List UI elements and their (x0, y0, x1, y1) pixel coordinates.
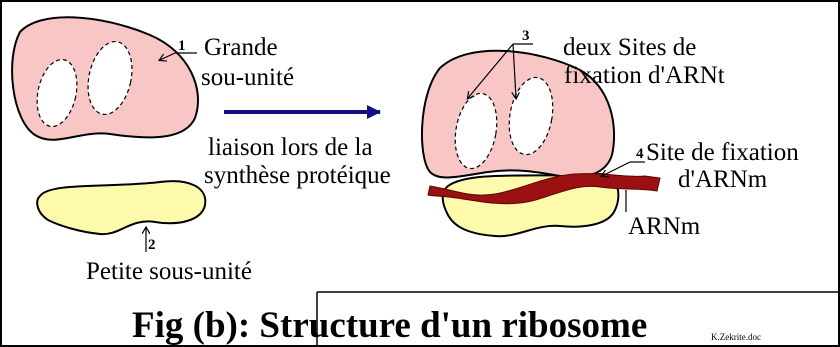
grande-label-line1: Grande (204, 34, 278, 61)
large-subunit-left (12, 17, 198, 140)
small-subunit-left (37, 181, 205, 234)
liaison-label-line2: synthèse protéique (204, 162, 391, 189)
arnm-label: ARNm (628, 213, 701, 240)
site-arnm-label-line2: d'ARNm (678, 166, 768, 193)
liaison-label-line1: liaison lors de la (208, 134, 373, 161)
petite-label: Petite sous-unité (86, 258, 252, 285)
sites-label-line2: fixation d'ARNt (564, 62, 725, 89)
sites-label-line1: deux Sites de (563, 34, 696, 61)
credit: K.Zekrite.doc (711, 332, 761, 342)
site-arnm-label-line1: Site de fixation (646, 139, 799, 166)
label-number-2: 2 (148, 237, 156, 253)
label-number-4: 4 (636, 146, 644, 162)
grande-label-line2: sou-unité (201, 64, 294, 91)
label-number-1: 1 (178, 38, 186, 54)
figure-title: Fig (b): Structure d'un ribosome (132, 305, 647, 346)
label-number-3: 3 (522, 28, 530, 44)
